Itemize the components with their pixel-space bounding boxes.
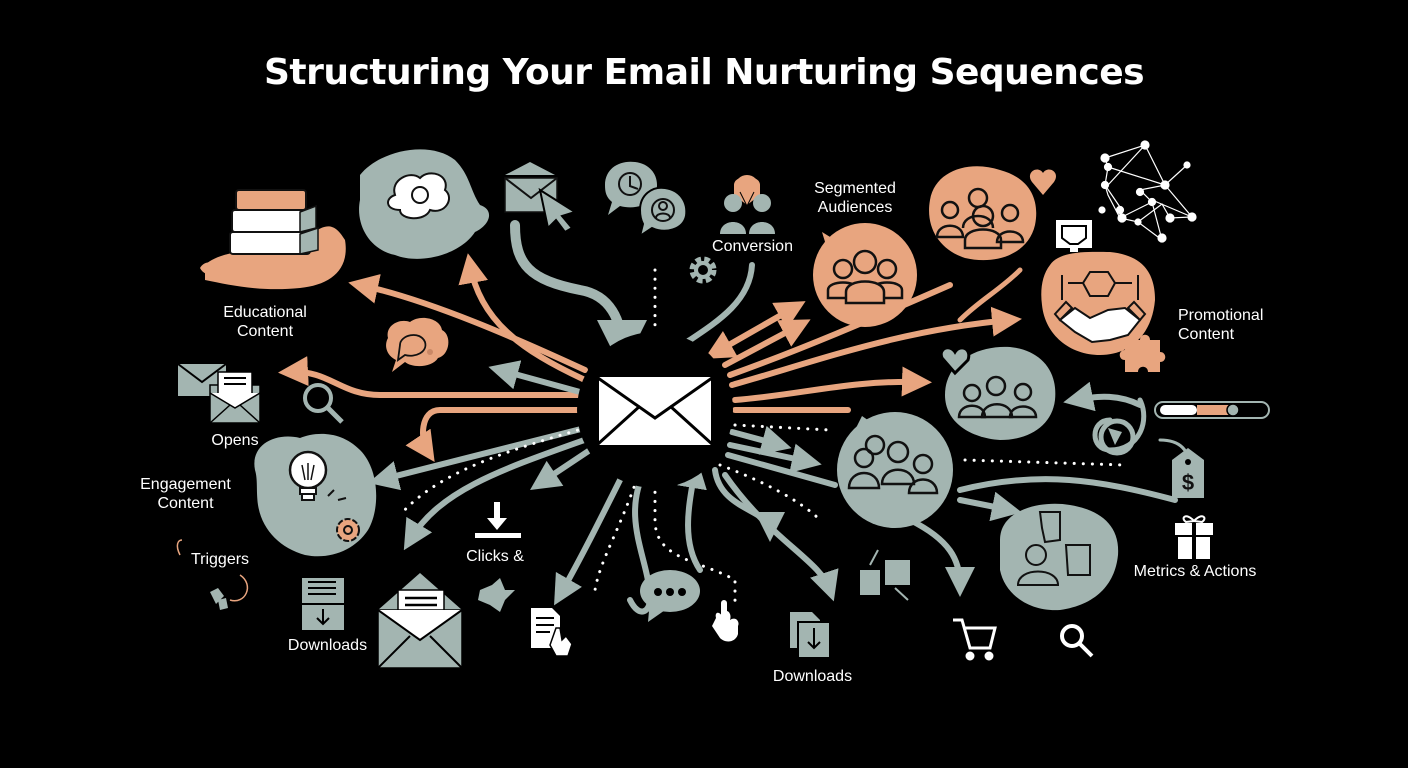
pointer-hand-icon [712, 600, 739, 642]
center-envelope-icon [577, 332, 733, 488]
label-line: Educational [223, 304, 307, 321]
label-engagement-content: Engagement Content [128, 475, 243, 513]
audience-group-icon [929, 166, 1037, 261]
page-title: Structuring Your Email Nurturing Sequenc… [263, 52, 1145, 93]
books-icon [200, 189, 346, 290]
cart-icon [953, 618, 997, 661]
label-opens: Opens [211, 432, 259, 449]
audience-bubble-icon [813, 223, 917, 327]
download-tray-icon [302, 578, 344, 630]
label-clicks: Clicks & [466, 548, 524, 565]
label-downloads-center: Downloads [772, 668, 853, 685]
gear-splash-icon [478, 578, 515, 612]
chat-timer-icon [605, 161, 688, 239]
speech-bubble-icon [640, 570, 700, 622]
network-icon [1098, 140, 1197, 243]
label-downloads-left: Downloads [287, 637, 368, 654]
label-line: Engagement [140, 476, 231, 493]
team-bubble-icon [939, 346, 1056, 440]
handshake-icon [1041, 251, 1155, 355]
document-hand-icon [531, 608, 573, 657]
price-tag-icon: $ [1172, 448, 1204, 498]
svg-text:$: $ [1182, 470, 1194, 495]
connectors [278, 220, 1192, 615]
audience-team-icon [837, 412, 953, 528]
label-line: Segmented [814, 180, 896, 197]
gear-icon [689, 256, 717, 284]
label-conversion: Conversion [712, 238, 793, 255]
refresh-icon [1098, 418, 1136, 456]
heart-icon [1029, 169, 1057, 195]
label-line: Audiences [817, 199, 893, 216]
monitor-icon [1056, 220, 1092, 252]
puzzle-icon [1119, 334, 1166, 372]
envelope-cursor-icon [504, 162, 578, 234]
download-arrow-icon [475, 502, 521, 538]
label-line: Promotional [1178, 307, 1264, 324]
envelopes-icon [177, 363, 261, 424]
chat-bubbles-icon [386, 317, 449, 372]
magnifier-icon [303, 383, 344, 424]
label-triggers: Triggers [190, 551, 250, 568]
progress-slider-icon [1154, 401, 1270, 419]
label-educational-content: Educational Content [210, 303, 320, 341]
thought-bubble-icon [359, 149, 490, 259]
label-line: Content [236, 323, 294, 340]
gift-icon [1175, 515, 1213, 559]
lightbulb-icon [254, 433, 377, 557]
triggers-icon [176, 539, 249, 610]
label-segmented-audiences: Segmented Audiences [800, 179, 910, 217]
users-group-icon [720, 175, 775, 234]
puzzle-network-icon [860, 549, 910, 601]
search-icon [1060, 624, 1094, 658]
label-promotional-content: Promotional Content [1178, 306, 1263, 344]
label-line: Content [157, 495, 214, 512]
downloads-icon [790, 612, 831, 659]
open-envelope-icon [377, 573, 463, 669]
puzzle-person-icon [1000, 503, 1119, 611]
label-metrics-actions: Metrics & Actions [1133, 563, 1257, 580]
label-line: Content [1178, 326, 1235, 343]
flower-gear-icon [336, 518, 360, 542]
